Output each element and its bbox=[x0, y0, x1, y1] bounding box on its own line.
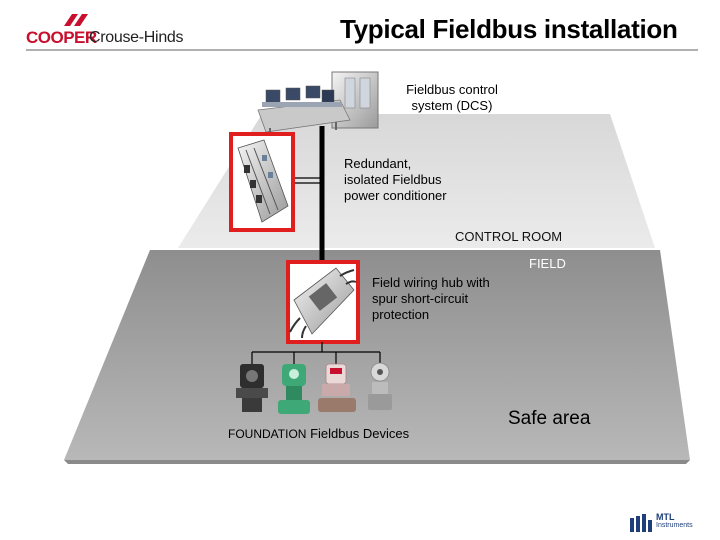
field-floor-edge bbox=[64, 460, 690, 464]
mtl-mark-text: MTL bbox=[656, 512, 675, 522]
dcs-label: Fieldbus control system (DCS) bbox=[396, 82, 508, 114]
power-conditioner bbox=[229, 132, 295, 232]
dcs-label-line-2: system (DCS) bbox=[411, 98, 493, 113]
dcs-equipment bbox=[257, 71, 379, 136]
power-conditioner-label-line-3: power conditioner bbox=[344, 188, 447, 203]
devices-label-prefix: FOUNDATION bbox=[228, 427, 307, 441]
field-device-1 bbox=[236, 364, 268, 412]
mtl-instruments-logo: MTL Instruments bbox=[630, 512, 694, 534]
spur-wiring bbox=[251, 342, 381, 364]
wiring-hub bbox=[286, 260, 360, 344]
wiring-hub-label: Field wiring hub with spur short-circuit… bbox=[372, 275, 490, 323]
page-title: Typical Fieldbus installation bbox=[340, 14, 678, 44]
wiring-hub-label-line-2: spur short-circuit bbox=[372, 291, 469, 306]
safe-area-label: Safe area bbox=[508, 408, 591, 429]
cooper-crouse-hinds-logo: COOPER Crouse-Hinds bbox=[26, 12, 186, 47]
field-device-2 bbox=[278, 364, 310, 414]
mtl-sub-text: Instruments bbox=[656, 522, 693, 529]
control-room-floor bbox=[178, 114, 655, 248]
mtl-mark-icon bbox=[630, 514, 652, 532]
power-conditioner-label: Redundant, isolated Fieldbus power condi… bbox=[344, 156, 447, 204]
devices-label-suffix: Fieldbus Devices bbox=[310, 426, 410, 441]
wiring-hub-label-line-1: Field wiring hub with bbox=[372, 275, 490, 290]
wiring-hub-label-line-3: protection bbox=[372, 307, 430, 322]
devices-label: FOUNDATION Fieldbus Devices bbox=[228, 426, 409, 442]
field-device-3 bbox=[318, 363, 356, 412]
header-divider bbox=[26, 49, 698, 51]
logo-swoosh-icon bbox=[64, 14, 88, 26]
logo-brand-text: COOPER bbox=[26, 28, 97, 47]
control-room-label: CONTROL ROOM bbox=[455, 229, 563, 244]
power-conditioner-label-line-2: isolated Fieldbus bbox=[344, 172, 442, 187]
field-label: FIELD bbox=[529, 256, 566, 271]
logo-sub-text: Crouse-Hinds bbox=[89, 29, 184, 46]
power-conditioner-label-line-1: Redundant, bbox=[344, 156, 412, 171]
field-floor bbox=[64, 250, 690, 460]
dcs-label-line-1: Fieldbus control bbox=[406, 82, 498, 97]
field-device-4 bbox=[368, 362, 392, 410]
